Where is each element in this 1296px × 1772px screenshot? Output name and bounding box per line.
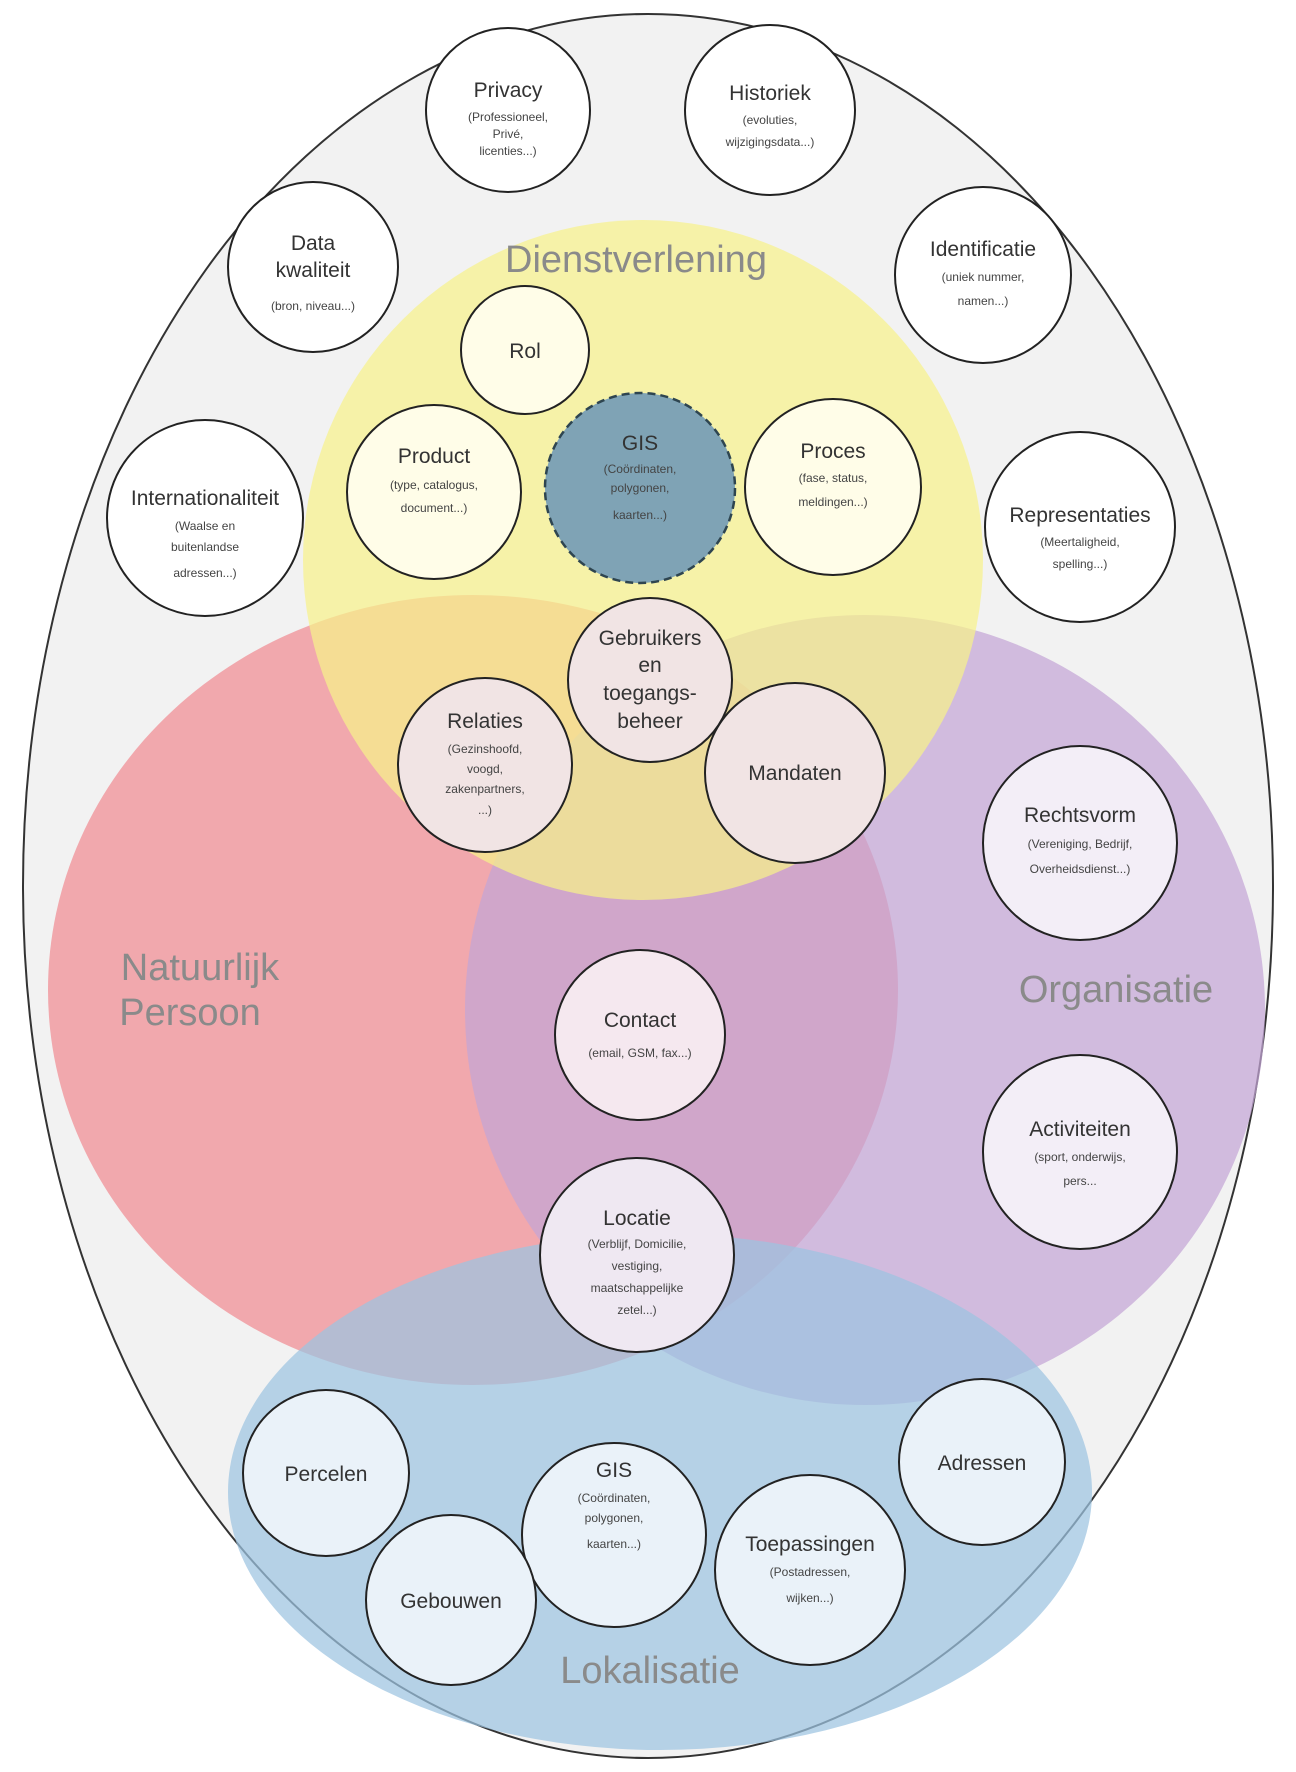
node-data-kwaliteit: Data kwaliteit (bron, niveau...) (227, 181, 399, 353)
svg-text:...): ...) (478, 803, 492, 817)
node-toepassingen: Toepassingen (Postadressen, wijken...) (714, 1474, 906, 1666)
svg-text:(Meertaligheid,: (Meertaligheid, (1040, 535, 1119, 549)
svg-text:adressen...): adressen...) (173, 566, 236, 580)
node-locatie: Locatie (Verblijf, Domicilie, vestiging,… (539, 1157, 735, 1353)
svg-text:maatschappelijke: maatschappelijke (591, 1281, 684, 1295)
svg-text:meldingen...): meldingen...) (798, 495, 867, 509)
svg-text:(email, GSM, fax...): (email, GSM, fax...) (588, 1046, 691, 1060)
node-percelen: Percelen (242, 1389, 410, 1557)
svg-text:Activiteiten: Activiteiten (1029, 1118, 1131, 1141)
svg-text:polygonen,: polygonen, (585, 1511, 644, 1525)
svg-text:(evoluties,: (evoluties, (743, 113, 798, 127)
svg-text:GIS: GIS (622, 432, 658, 455)
node-contact: Contact (email, GSM, fax...) (554, 949, 726, 1121)
svg-text:(Professioneel,: (Professioneel, (468, 110, 548, 124)
node-rol: Rol (460, 285, 590, 415)
svg-text:kwaliteit: kwaliteit (276, 259, 351, 282)
svg-text:zetel...): zetel...) (617, 1303, 656, 1317)
svg-text:namen...): namen...) (958, 294, 1009, 308)
node-gebouwen: Gebouwen (365, 1514, 537, 1686)
svg-text:Data: Data (291, 232, 336, 255)
svg-text:wijken...): wijken...) (785, 1591, 833, 1605)
svg-text:(Coördinaten,: (Coördinaten, (578, 1491, 651, 1505)
svg-text:buitenlandse: buitenlandse (171, 540, 239, 554)
svg-text:(Coördinaten,: (Coördinaten, (604, 462, 677, 476)
svg-text:en: en (638, 654, 661, 677)
node-activiteiten: Activiteiten (sport, onderwijs, pers... (982, 1054, 1178, 1250)
svg-text:(Vereniging, Bedrijf,: (Vereniging, Bedrijf, (1028, 837, 1133, 851)
node-representaties: Representaties (Meertaligheid, spelling.… (984, 431, 1176, 623)
node-mandaten: Mandaten (704, 682, 886, 864)
svg-text:spelling...): spelling...) (1053, 557, 1108, 571)
svg-text:Product: Product (398, 445, 471, 468)
svg-text:Adressen: Adressen (938, 1452, 1027, 1475)
zone-title-organisatie: Organisatie (1019, 969, 1213, 1011)
node-relaties: Relaties (Gezinshoofd, voogd, zakenpartn… (397, 677, 573, 853)
svg-text:zakenpartners,: zakenpartners, (445, 782, 524, 796)
svg-text:(Gezinshoofd,: (Gezinshoofd, (448, 742, 523, 756)
zone-titles: Dienstverlening Natuurlijk Persoon Organ… (119, 239, 1213, 1692)
svg-text:Contact: Contact (604, 1009, 677, 1032)
svg-text:Privacy: Privacy (474, 79, 543, 102)
svg-text:Locatie: Locatie (603, 1207, 671, 1230)
zone-title-natuurlijk-persoon-2: Persoon (119, 992, 261, 1034)
svg-text:toegangs-: toegangs- (603, 682, 696, 705)
svg-text:Percelen: Percelen (285, 1463, 368, 1486)
svg-text:Gebruikers: Gebruikers (599, 627, 702, 650)
node-privacy: Privacy (Professioneel, Privé, licenties… (425, 27, 591, 193)
svg-text:Overheidsdienst...): Overheidsdienst...) (1030, 862, 1131, 876)
zone-title-lokalisatie: Lokalisatie (560, 1650, 740, 1692)
svg-text:GIS: GIS (596, 1459, 632, 1482)
svg-text:Internationaliteit: Internationaliteit (131, 487, 279, 510)
svg-text:polygonen,: polygonen, (611, 481, 670, 495)
node-gis-top: GIS (Coördinaten, polygonen, kaarten...) (543, 391, 737, 585)
svg-text:kaarten...): kaarten...) (587, 1537, 641, 1551)
svg-text:kaarten...): kaarten...) (613, 508, 667, 522)
svg-text:(Verblijf, Domicilie,: (Verblijf, Domicilie, (588, 1237, 687, 1251)
node-identificatie: Identificatie (uniek nummer, namen...) (894, 186, 1072, 364)
node-historiek: Historiek (evoluties, wijzigingsdata...) (684, 24, 856, 196)
svg-text:(uniek nummer,: (uniek nummer, (942, 270, 1025, 284)
svg-text:(type, catalogus,: (type, catalogus, (390, 478, 478, 492)
svg-text:Rechtsvorm: Rechtsvorm (1024, 804, 1136, 827)
svg-text:Privé,: Privé, (493, 127, 524, 141)
node-product: Product (type, catalogus, document...) (346, 404, 522, 580)
svg-text:Identificatie: Identificatie (930, 238, 1036, 261)
svg-text:wijzigingsdata...): wijzigingsdata...) (725, 135, 815, 149)
svg-text:document...): document...) (401, 501, 468, 515)
node-gebruikers-toegangsbeheer: Gebruikers en toegangs- beheer (567, 597, 733, 763)
svg-text:Representaties: Representaties (1009, 504, 1150, 527)
svg-text:Proces: Proces (800, 440, 865, 463)
svg-text:(Postadressen,: (Postadressen, (770, 1565, 851, 1579)
node-proces: Proces (fase, status, meldingen...) (744, 398, 922, 576)
zone-title-natuurlijk-persoon-1: Natuurlijk (121, 947, 280, 989)
svg-text:Rol: Rol (509, 340, 541, 363)
svg-text:Mandaten: Mandaten (748, 762, 841, 785)
svg-text:voogd,: voogd, (467, 762, 503, 776)
svg-text:(sport, onderwijs,: (sport, onderwijs, (1034, 1150, 1125, 1164)
node-adressen: Adressen (898, 1378, 1066, 1546)
svg-text:Relaties: Relaties (447, 710, 523, 733)
svg-text:(Waalse en: (Waalse en (175, 519, 235, 533)
zone-title-dienstverlening: Dienstverlening (505, 239, 767, 281)
svg-text:Toepassingen: Toepassingen (745, 1533, 875, 1556)
svg-text:(fase, status,: (fase, status, (799, 471, 868, 485)
node-internationaliteit: Internationaliteit (Waalse en buitenland… (106, 419, 304, 617)
svg-text:Gebouwen: Gebouwen (400, 1590, 502, 1613)
svg-text:vestiging,: vestiging, (612, 1259, 663, 1273)
node-rechtsvorm: Rechtsvorm (Vereniging, Bedrijf, Overhei… (982, 745, 1178, 941)
svg-text:pers...: pers... (1063, 1174, 1096, 1188)
svg-text:Historiek: Historiek (729, 82, 811, 105)
node-gis-bottom: GIS (Coördinaten, polygonen, kaarten...) (521, 1442, 707, 1628)
svg-text:beheer: beheer (617, 710, 682, 733)
svg-text:licenties...): licenties...) (479, 144, 536, 158)
svg-text:(bron, niveau...): (bron, niveau...) (271, 299, 355, 313)
